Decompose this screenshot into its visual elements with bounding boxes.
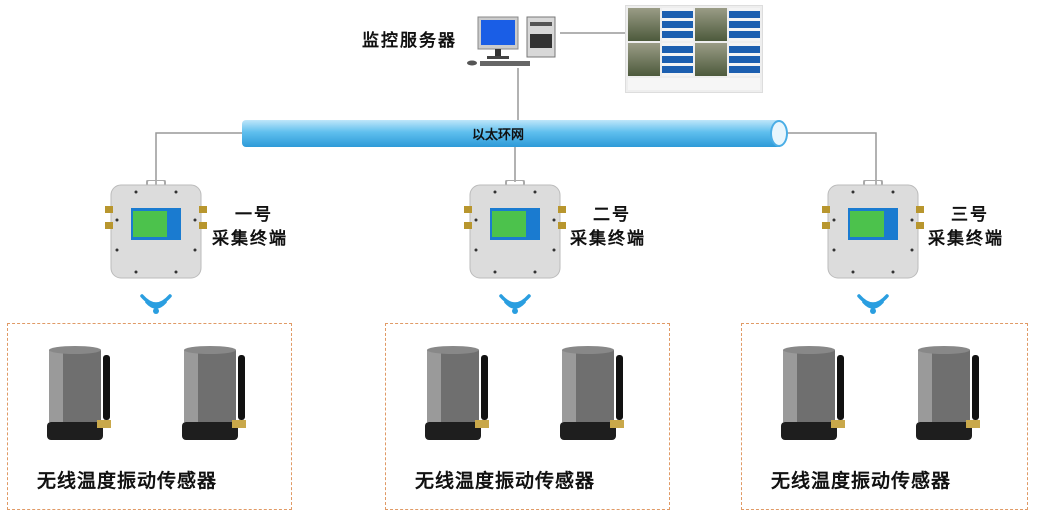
terminal-number-label: 三号: [951, 205, 989, 225]
wireless-sensor: [916, 345, 996, 449]
terminal-name-label: 采集终端: [212, 229, 288, 249]
wireless-sensor: [47, 345, 127, 449]
sensor-group-label: 无线温度振动传感器: [771, 470, 952, 492]
sensor-group-label: 无线温度振动传感器: [37, 470, 218, 492]
computer-icon: [467, 16, 556, 66]
wireless-sensor: [182, 345, 262, 449]
server-label: 监控服务器: [362, 31, 457, 51]
sensor-group-zone: [741, 323, 1028, 510]
pipe-end: [770, 120, 788, 147]
sensor-group-zone: [385, 323, 670, 510]
wireless-signal-icon: [136, 290, 176, 324]
sensor-group-zone: [7, 323, 292, 510]
wireless-sensor: [781, 345, 861, 449]
collection-terminal-device: [101, 179, 211, 284]
terminal-name-label: 采集终端: [570, 229, 646, 249]
terminal-number-label: 二号: [593, 205, 631, 225]
monitoring-screenshot: [625, 5, 763, 93]
sensor-group-label: 无线温度振动传感器: [415, 470, 596, 492]
ethernet-ring-pipe: [242, 120, 780, 147]
collection-terminal-device: [818, 179, 928, 284]
collection-terminal-device: [460, 179, 570, 284]
wireless-signal-icon: [853, 290, 893, 324]
terminal-number-label: 一号: [235, 205, 273, 225]
wireless-sensor: [425, 345, 505, 449]
ethernet-ring-label: 以太环网: [472, 128, 525, 143]
wireless-signal-icon: [495, 290, 535, 324]
wireless-sensor: [560, 345, 640, 449]
terminal-name-label: 采集终端: [928, 229, 1004, 249]
